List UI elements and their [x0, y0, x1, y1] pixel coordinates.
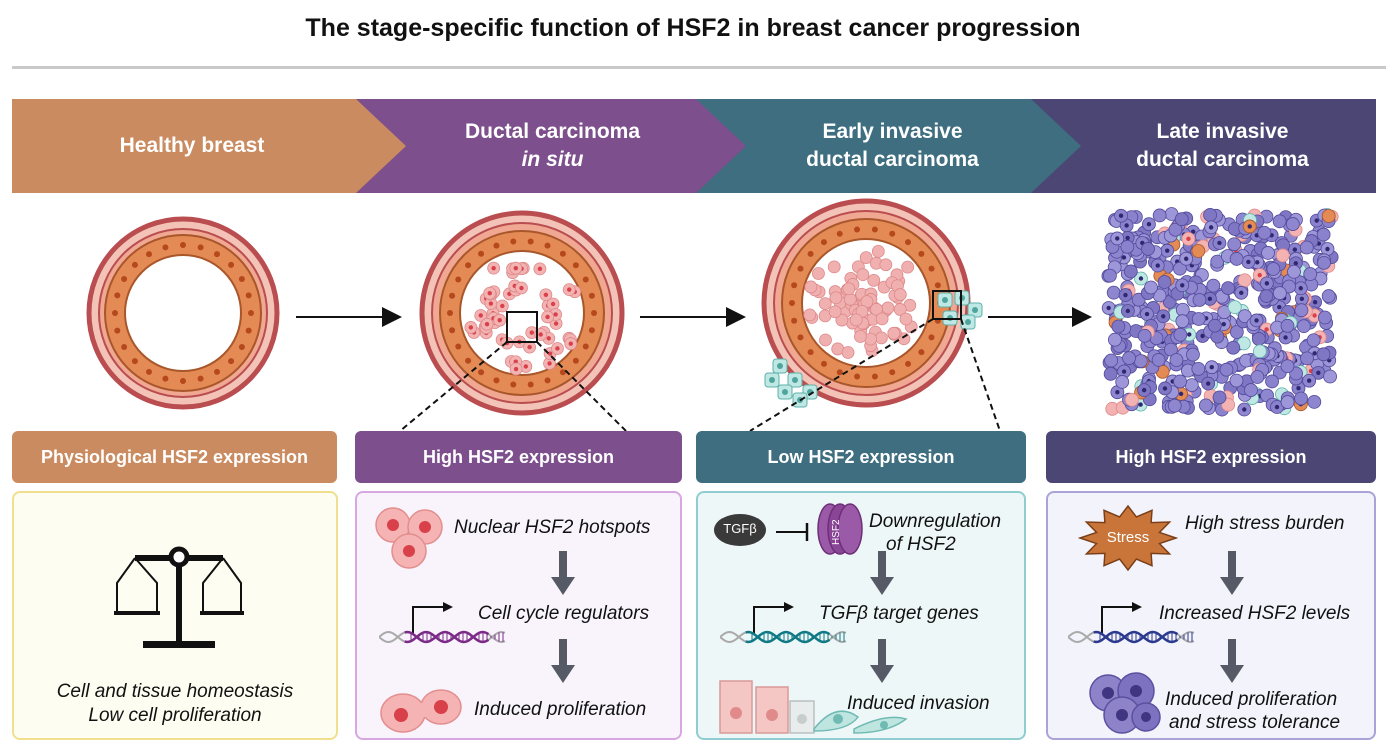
stage-early-chevron — [696, 99, 1085, 193]
healthy-duct-illustration — [86, 216, 280, 410]
early-step3-text: Induced invasion — [847, 693, 990, 714]
inhibition-icon — [776, 523, 809, 541]
stage-dcis-chevron — [356, 99, 750, 193]
early-zoom-line-right — [960, 318, 1001, 431]
early-step1-line2: of HSF2 — [886, 534, 956, 555]
dcis-step3-text: Induced proliferation — [474, 699, 647, 720]
tgfb-label: TGFβ — [723, 521, 757, 536]
dividing-cell-icon — [380, 689, 462, 733]
title-divider — [12, 66, 1386, 69]
dcis-gene-dna-icon — [379, 602, 506, 644]
header-early: Low HSF2 expression — [696, 431, 1026, 483]
tgfb-signal-icon — [714, 514, 766, 546]
panel-healthy: Cell and tissue homeostasis Low cell pro… — [12, 491, 338, 740]
header-physiological: Physiological HSF2 expression — [12, 431, 337, 483]
dcis-zoom-box — [506, 311, 538, 343]
dcis-zoom-line-left — [399, 341, 508, 431]
early-gene-dna-icon — [720, 602, 847, 644]
header-late: High HSF2 expression — [1046, 431, 1376, 483]
stage-banner-shapes — [12, 99, 1376, 193]
hsf2-protein-label: HSF2 — [831, 519, 842, 545]
emt-cells-icon — [719, 680, 908, 734]
early-step1-line1: Downregulation — [869, 511, 1002, 532]
healthy-nuclei — [112, 242, 254, 384]
hsf2-protein-icon — [817, 503, 863, 555]
dcis-tumor-cells — [447, 238, 597, 388]
dcis-duct-illustration — [419, 210, 625, 416]
dcis-arrow-down-1 — [551, 551, 575, 595]
panel-late: Stress High stress burden Increased HSF2… — [1046, 491, 1376, 740]
stage-late-line2: ductal carcinoma — [1136, 148, 1309, 171]
stage-healthy-label: Healthy breast — [12, 99, 372, 193]
balance-scale-icon — [114, 546, 244, 648]
stage-early-label: Early invasive ductal carcinoma — [720, 99, 1065, 193]
tissue-illustrations — [86, 198, 1339, 431]
dcis-arrow-down-2 — [551, 639, 575, 683]
panel-early: TGFβ HSF2 Downregulation of HSF2 TGFβ ta… — [696, 491, 1026, 740]
dcis-zoom-line-right — [536, 341, 627, 431]
dcis-step2-text: Cell cycle regulators — [478, 603, 650, 624]
panel-healthy-line1: Cell and tissue homeostasis — [56, 681, 294, 702]
stage-healthy-text: Healthy breast — [119, 134, 265, 157]
stage-late-label: Late invasive ductal carcinoma — [1055, 99, 1386, 193]
stage-late-line1: Late invasive — [1156, 120, 1289, 143]
stage-late-chevron — [1031, 99, 1376, 193]
stage-early-line1: Early invasive — [822, 120, 963, 143]
late-tumor-mass — [1101, 207, 1339, 417]
dcis-step1-text: Nuclear HSF2 hotspots — [454, 517, 651, 538]
early-duct-illustration — [761, 198, 983, 408]
early-arrow-down-1 — [870, 551, 894, 595]
stress-label: Stress — [1106, 529, 1150, 546]
stress-burst-icon — [1078, 504, 1178, 572]
panel-dcis: Nuclear HSF2 hotspots Cell cycle regulat… — [355, 491, 682, 740]
late-arrow-down-2 — [1220, 639, 1244, 683]
late-step1-text: High stress burden — [1185, 513, 1345, 534]
late-gene-dna-icon — [1068, 602, 1195, 644]
panel-healthy-line2: Low cell proliferation — [88, 705, 262, 726]
header-dcis: High HSF2 expression — [355, 431, 682, 483]
stage-dcis-label: Ductal carcinoma in situ — [380, 99, 725, 193]
stress-tolerant-cells-icon — [1089, 672, 1161, 734]
stage-banner: Healthy breast Ductal carcinoma in situ … — [0, 99, 1386, 193]
stage-dcis-line2: in situ — [521, 148, 584, 171]
early-zoom-line-left — [749, 318, 934, 431]
early-step2-text: TGFβ target genes — [819, 603, 979, 624]
stage-healthy-chevron — [12, 99, 410, 193]
early-arrow-down-2 — [870, 639, 894, 683]
stage-dcis-line1: Ductal carcinoma — [464, 120, 641, 143]
late-step3-line2: and stress tolerance — [1169, 712, 1341, 733]
stage-early-line2: ductal carcinoma — [806, 148, 979, 171]
early-zoom-box — [932, 290, 962, 320]
nuclear-hotspot-cells-icon — [375, 507, 443, 569]
page-title: The stage-specific function of HSF2 in b… — [305, 14, 1081, 42]
late-arrow-down-1 — [1220, 551, 1244, 595]
late-step3-line1: Induced proliferation — [1165, 689, 1338, 710]
late-step2-text: Increased HSF2 levels — [1159, 603, 1351, 624]
